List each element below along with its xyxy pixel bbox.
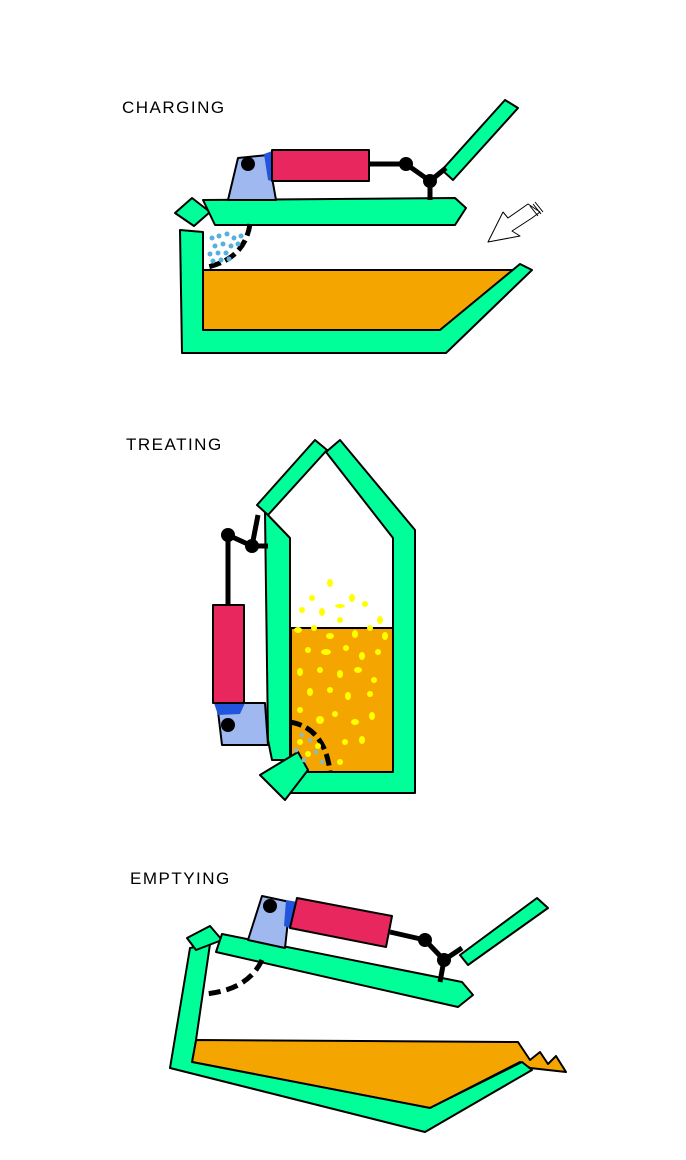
treating-mount-accent	[214, 703, 245, 715]
treating-particles	[293, 732, 325, 765]
charging-cylinder	[271, 149, 370, 182]
emptying-vessel-body	[169, 943, 533, 1133]
charging-particles	[207, 231, 244, 264]
charging-lid	[202, 197, 467, 226]
stage-label-emptying: EMPTYING	[130, 869, 231, 888]
charging-arrow-icon	[487, 201, 544, 243]
charging-stage	[174, 99, 544, 354]
stage-label-treating: TREATING	[126, 435, 223, 454]
emptying-hatch	[459, 897, 549, 966]
emptying-stage	[169, 895, 567, 1133]
treating-bubbles	[294, 579, 388, 765]
emptying-chamber	[204, 958, 265, 997]
charging-particle-chamber	[207, 223, 253, 270]
charging-hatch	[441, 99, 519, 181]
treating-bottom-valve	[259, 751, 309, 801]
treating-cylinder	[212, 604, 245, 704]
treating-stage	[212, 439, 416, 801]
treating-particle-chamber	[289, 719, 333, 773]
emptying-mount	[247, 895, 291, 949]
emptying-lid	[215, 933, 474, 1008]
stage-label-charging: CHARGING	[122, 98, 226, 117]
treating-left-wall	[264, 511, 291, 761]
emptying-cylinder	[289, 897, 393, 948]
emptying-top-valve	[186, 925, 223, 951]
charging-vessel-body	[179, 229, 533, 354]
charging-mount	[227, 154, 277, 201]
treating-roof-flap	[256, 439, 328, 516]
